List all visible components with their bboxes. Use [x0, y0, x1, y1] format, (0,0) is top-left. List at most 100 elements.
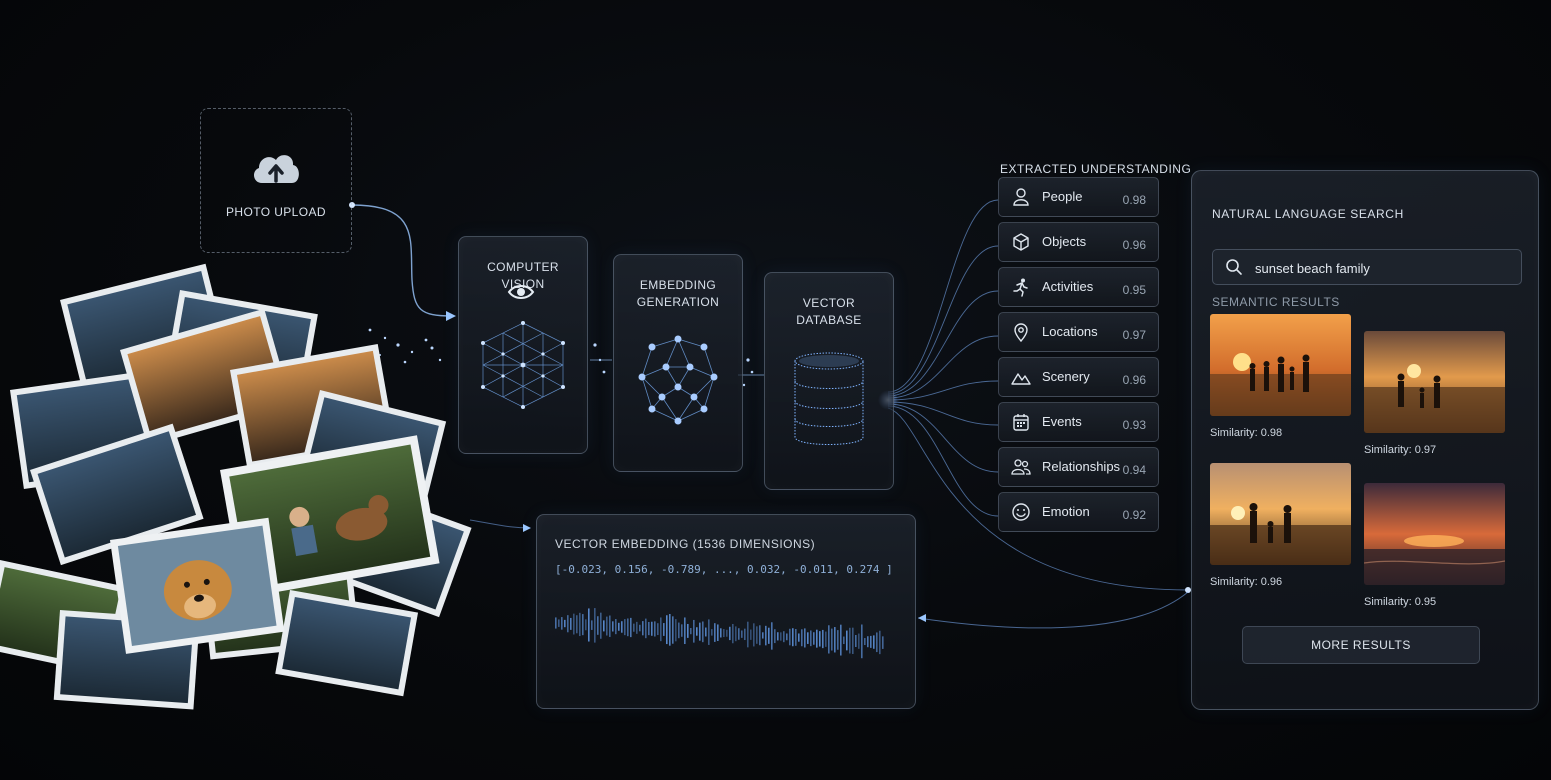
waveform-bar	[873, 635, 875, 649]
waveform-bar	[693, 619, 695, 643]
waveform-bar	[699, 622, 701, 641]
waveform-bar	[759, 625, 761, 646]
waveform-bar	[879, 630, 881, 655]
waveform-bar	[786, 633, 788, 641]
waveform-bar	[837, 630, 839, 650]
search-panel-title: NATURAL LANGUAGE SEARCH	[1212, 207, 1404, 221]
waveform-bar	[702, 621, 704, 643]
cloud-upload-icon	[253, 155, 299, 183]
waveform-bar	[753, 623, 755, 647]
waveform-bar	[678, 622, 680, 639]
extracted-item-label: Emotion	[1042, 504, 1090, 519]
extracted-item-score: 0.93	[1122, 418, 1146, 432]
extracted-item-emotion: Emotion 0.92	[998, 492, 1159, 532]
extracted-item-label: Relationships	[1042, 459, 1121, 474]
result-card-2[interactable]: Similarity: 0.97	[1364, 331, 1505, 456]
extracted-item-score: 0.92	[1122, 508, 1146, 522]
waveform-bar	[681, 624, 683, 637]
extracted-item-label: Activities	[1042, 279, 1094, 294]
upload-connector	[351, 204, 453, 317]
waveform-bar	[735, 626, 737, 642]
waveform-bar	[861, 624, 863, 659]
extracted-item-score: 0.96	[1122, 373, 1146, 387]
waveform-bar	[579, 612, 581, 637]
waveform-bar	[573, 613, 575, 635]
waveform-bar	[726, 629, 728, 637]
waveform-bar	[756, 626, 758, 644]
search-box	[1212, 249, 1522, 285]
extracted-item-label: Locations	[1042, 324, 1098, 339]
waveform-bar	[870, 635, 872, 648]
waveform-bar	[609, 615, 611, 637]
waveform-bar	[606, 616, 608, 636]
waveform-bar	[582, 614, 584, 636]
natural-language-search-panel: NATURAL LANGUAGE SEARCH SEMANTIC RESULTS…	[1191, 170, 1539, 710]
waveform-bar	[816, 629, 818, 648]
stage-title: VECTOR DATABASE	[796, 296, 862, 327]
waveform-bar	[864, 638, 866, 646]
waveform-bar	[789, 628, 791, 646]
search-input[interactable]	[1253, 257, 1507, 279]
waveform-bar	[750, 629, 752, 640]
result-card-4[interactable]: Similarity: 0.95	[1363, 483, 1506, 608]
waveform-bar	[762, 632, 764, 639]
waveform-bar	[867, 636, 869, 648]
waveform-bar	[855, 635, 857, 647]
waveform-bar	[819, 631, 821, 647]
extracted-item-score: 0.96	[1122, 238, 1146, 252]
waveform-bar	[597, 616, 599, 635]
waveform-bar	[603, 620, 605, 632]
eye-icon	[507, 285, 535, 299]
waveform-bar	[771, 622, 773, 650]
stage-title: EMBEDDING GENERATION	[636, 278, 720, 309]
extracted-item-score: 0.97	[1122, 328, 1146, 342]
extracted-item-locations: Locations 0.97	[998, 312, 1159, 352]
extracted-item-score: 0.95	[1122, 283, 1146, 297]
embedding-waveform	[555, 608, 884, 659]
waveform-bar	[729, 626, 731, 641]
extracted-item-scenery: Scenery 0.96	[998, 357, 1159, 397]
waveform-bar	[714, 623, 716, 642]
waveform-bar	[783, 631, 785, 643]
result-card-1[interactable]: Similarity: 0.98	[1210, 314, 1351, 439]
waveform-bar	[669, 614, 671, 646]
waveform-bar	[813, 632, 815, 645]
waveform-bar	[558, 619, 560, 627]
stage-vector-database: VECTOR DATABASE	[764, 272, 894, 490]
waveform-bar	[594, 608, 596, 643]
waveform-bar	[852, 627, 854, 654]
waveform-bar	[600, 612, 602, 639]
waveform-bar	[717, 624, 719, 641]
waveform-bar	[690, 627, 692, 635]
photo-upload-dropzone[interactable]: PHOTO UPLOAD	[200, 108, 352, 253]
result-card-3[interactable]: Similarity: 0.96	[1210, 463, 1351, 588]
data-stream-particles	[368, 328, 754, 387]
waveform-bar	[720, 628, 722, 638]
vector-embedding-values: [-0.023, 0.156, -0.789, ..., 0.032, -0.0…	[555, 563, 893, 576]
mountain-icon	[1011, 373, 1031, 385]
photo-upload-label: PHOTO UPLOAD	[226, 205, 326, 219]
extracted-item-label: Events	[1042, 414, 1082, 429]
stage-embedding-generation: EMBEDDING GENERATION	[613, 254, 743, 472]
waveform-bar	[621, 621, 623, 633]
extracted-item-label: Scenery	[1042, 369, 1090, 384]
waveform-bar	[636, 621, 638, 634]
waveform-bar	[834, 627, 836, 653]
waveform-bar	[849, 627, 851, 654]
more-results-button[interactable]: MORE RESULTS	[1242, 626, 1480, 664]
waveform-bar	[555, 617, 557, 629]
database-icon	[794, 352, 864, 445]
waveform-bar	[774, 629, 776, 644]
waveform-bar	[804, 628, 806, 648]
waveform-bar	[807, 632, 809, 644]
waveform-bar	[663, 623, 665, 636]
waveform-bar	[747, 621, 749, 648]
waveform-bar	[843, 636, 845, 645]
similarity-score: Similarity: 0.98	[1210, 427, 1283, 439]
extracted-understanding-title: EXTRACTED UNDERSTANDING	[1000, 162, 1192, 176]
waveform-bar	[822, 629, 824, 649]
extracted-item-label: People	[1042, 189, 1083, 204]
vector-embedding-panel: VECTOR EMBEDDING (1536 DIMENSIONS) [-0.0…	[536, 514, 916, 709]
result-photo	[1210, 463, 1351, 565]
waveform-bar	[831, 628, 833, 651]
